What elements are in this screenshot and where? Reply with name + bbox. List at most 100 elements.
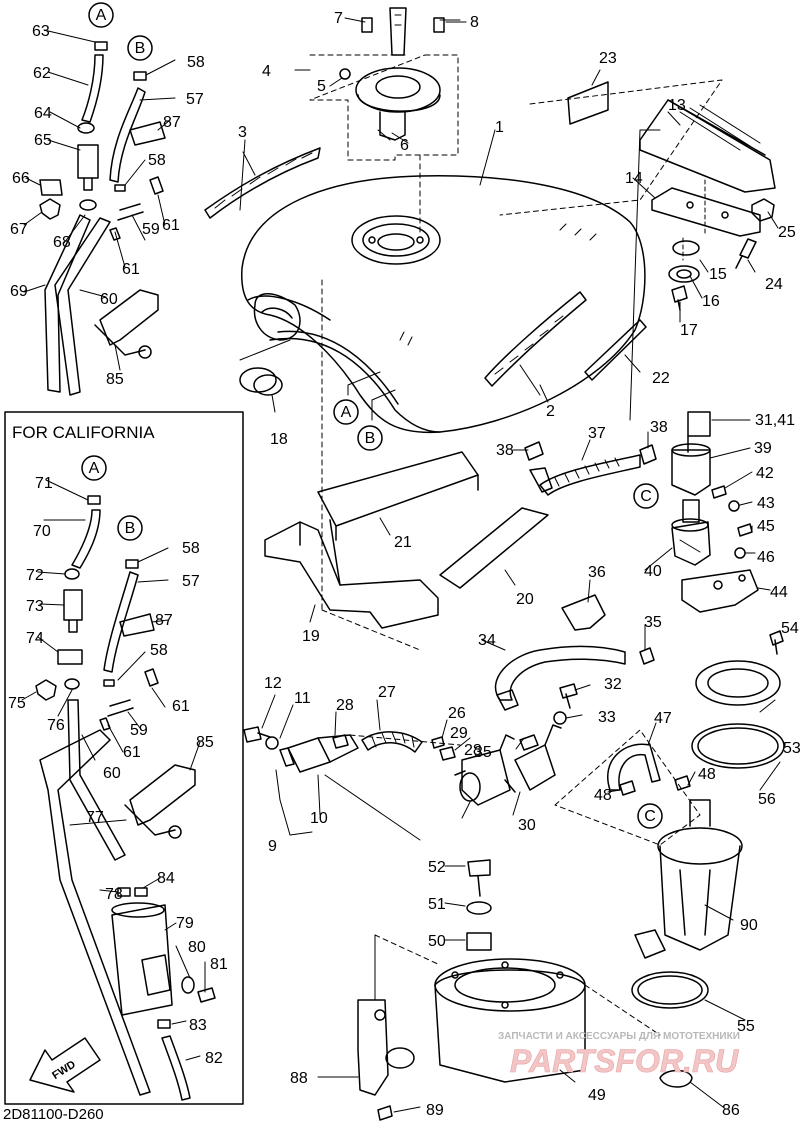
callout-25: 25 — [778, 224, 796, 241]
callout-63: 63 — [32, 23, 50, 40]
hose-34 — [494, 645, 626, 701]
cal-nut-75 — [35, 679, 57, 701]
cal-clip-77 — [64, 678, 80, 690]
bolt-42 — [711, 485, 727, 499]
hose-47 — [607, 743, 661, 791]
cal-clip-58-b — [103, 679, 115, 687]
tank-emblem-2 — [484, 291, 587, 387]
callout-18: 18 — [270, 431, 288, 448]
callout-22: 22 — [652, 370, 670, 387]
connector-markers — [81, 2, 663, 829]
connector-B-cal: B — [125, 520, 136, 537]
callout-71: 71 — [35, 475, 53, 492]
callout-26: 26 — [448, 705, 466, 722]
cal-hose-82 — [161, 1035, 191, 1101]
callout-54: 54 — [781, 620, 799, 637]
callout-76: 76 — [47, 717, 65, 734]
cal-hose-70 — [71, 509, 101, 569]
callout-39: 39 — [754, 440, 772, 457]
callout-89: 89 — [426, 1102, 444, 1119]
cal-clip-78 — [117, 887, 131, 897]
callout-44: 44 — [770, 584, 788, 601]
clip-69 — [79, 199, 97, 211]
callout-36: 36 — [588, 564, 606, 581]
callout-58: 58 — [148, 152, 166, 169]
callout-16: 16 — [702, 293, 720, 310]
pad-20 — [439, 507, 549, 589]
cal-clip-83 — [157, 1019, 171, 1029]
callout-85: 85 — [196, 734, 214, 751]
callout-45: 45 — [757, 518, 775, 535]
pad-19 — [264, 519, 439, 629]
washer-11 — [265, 736, 279, 750]
part-30 — [504, 724, 562, 793]
washer-43 — [728, 500, 740, 512]
washer-46 — [734, 547, 746, 559]
hose-57 — [109, 87, 146, 183]
valve-40 — [671, 499, 711, 566]
callout-60: 60 — [100, 291, 118, 308]
callout-61: 61 — [122, 261, 140, 278]
callout-57: 57 — [182, 573, 200, 590]
clamp-35 — [639, 647, 655, 665]
connector-A-cal: A — [89, 460, 100, 477]
damper-16 — [668, 265, 700, 283]
callout-38: 38 — [496, 442, 514, 459]
callout-53: 53 — [783, 740, 800, 757]
callout-27: 27 — [378, 684, 396, 701]
clamp-66 — [39, 179, 63, 196]
callout-47: 47 — [654, 710, 672, 727]
cal-clip-84 — [134, 887, 148, 897]
bolt-12 — [243, 726, 271, 743]
filter-65 — [77, 144, 99, 179]
callout-48: 48 — [594, 787, 612, 804]
hose-62 — [81, 54, 104, 123]
clip-28-a — [332, 734, 349, 749]
callout-61: 61 — [172, 698, 190, 715]
fuel-tank — [241, 175, 646, 434]
seat-cover-13 — [639, 99, 776, 193]
callout-69: 69 — [10, 283, 28, 300]
callout-31-41: 31,41 — [755, 412, 795, 429]
bolt-32 — [559, 683, 578, 709]
callout-64: 64 — [34, 105, 52, 122]
callout-84: 84 — [157, 870, 175, 887]
callout-49: 49 — [588, 1087, 606, 1104]
callout-86: 86 — [722, 1102, 740, 1119]
cal-clip-72 — [64, 568, 80, 580]
callout-43: 43 — [757, 495, 775, 512]
clip-58-b — [114, 184, 126, 192]
sheet-23 — [567, 81, 609, 125]
callout-88: 88 — [290, 1070, 308, 1087]
washer-51 — [466, 901, 492, 915]
clip-48-a — [619, 780, 636, 796]
connector-C-lower: C — [644, 808, 656, 825]
callout-50: 50 — [428, 933, 446, 950]
connector-C-pump: C — [640, 488, 652, 505]
clip-61-b — [109, 227, 121, 241]
callout-4: 4 — [262, 63, 271, 80]
cal-clip-61-b — [99, 717, 111, 731]
clamp-86 — [659, 1069, 693, 1088]
clip-64 — [77, 122, 95, 134]
cal-washer-80 — [181, 976, 195, 994]
sensor-9 — [279, 734, 359, 773]
callout-57: 57 — [186, 91, 204, 108]
callout-74: 74 — [26, 630, 44, 647]
callout-66: 66 — [12, 170, 30, 187]
nut-25 — [751, 198, 775, 222]
callout-15: 15 — [709, 266, 727, 283]
nut-67 — [39, 198, 61, 220]
callout-83: 83 — [189, 1017, 207, 1034]
oring-55 — [631, 971, 709, 1009]
callout-77: 77 — [86, 809, 104, 826]
callout-82: 82 — [205, 1050, 223, 1067]
callout-90: 90 — [740, 917, 758, 934]
callout-20: 20 — [516, 591, 534, 608]
callout-9: 9 — [268, 838, 277, 855]
callout-85: 85 — [106, 371, 124, 388]
callout-58: 58 — [150, 642, 168, 659]
callout-10: 10 — [310, 810, 328, 827]
callout-1: 1 — [495, 119, 504, 136]
callout-78: 78 — [105, 886, 123, 903]
